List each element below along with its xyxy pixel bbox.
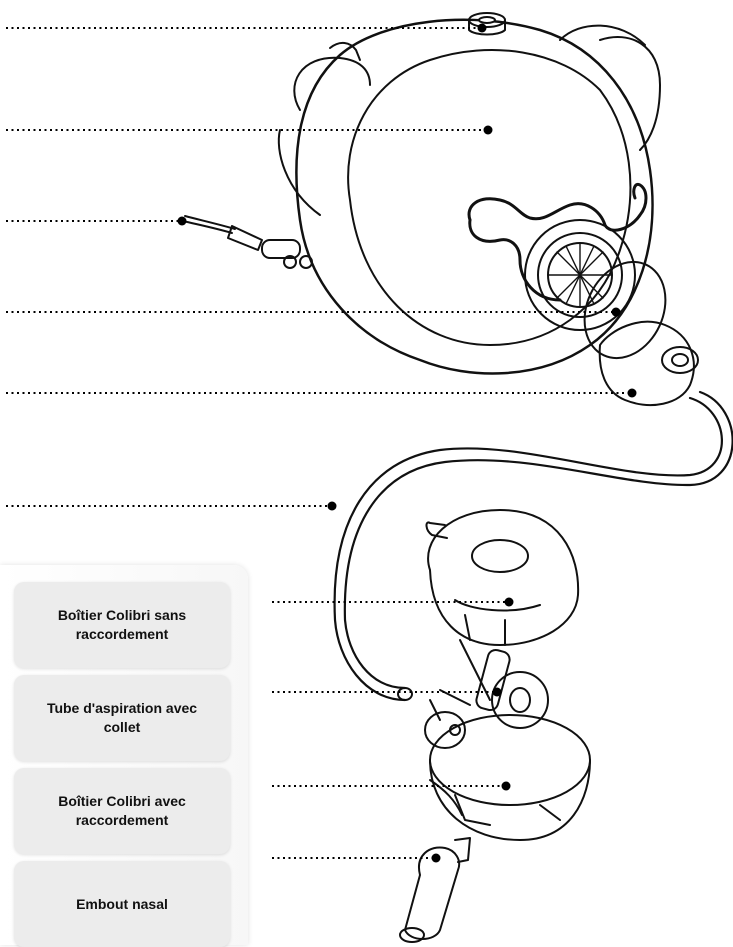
boitier-sans-raccordement-button[interactable]: Boîtier Colibri sans raccordement	[14, 582, 230, 668]
device-body-icon	[277, 12, 661, 375]
collet-icon	[424, 509, 591, 841]
button-label: Embout nasal	[76, 895, 168, 912]
filter-cap-icon	[583, 260, 699, 406]
button-label: Boîtier Colibri avec raccordement	[58, 793, 186, 828]
power-cable-icon	[182, 215, 313, 269]
boitier-avec-raccordement-button[interactable]: Boîtier Colibri avec raccordement	[14, 768, 230, 854]
embout-nasal-button[interactable]: Embout nasal	[14, 861, 230, 947]
parts-legend-panel: Boîtier Colibri sans raccordement Tube d…	[0, 565, 248, 947]
tube-aspiration-button[interactable]: Tube d'aspiration avec collet	[14, 675, 230, 761]
suction-tube-icon	[333, 390, 733, 702]
nasal-tip-icon	[399, 837, 471, 943]
button-label: Boîtier Colibri sans raccordement	[57, 607, 187, 642]
button-label: Tube d'aspiration avec collet	[46, 700, 198, 735]
